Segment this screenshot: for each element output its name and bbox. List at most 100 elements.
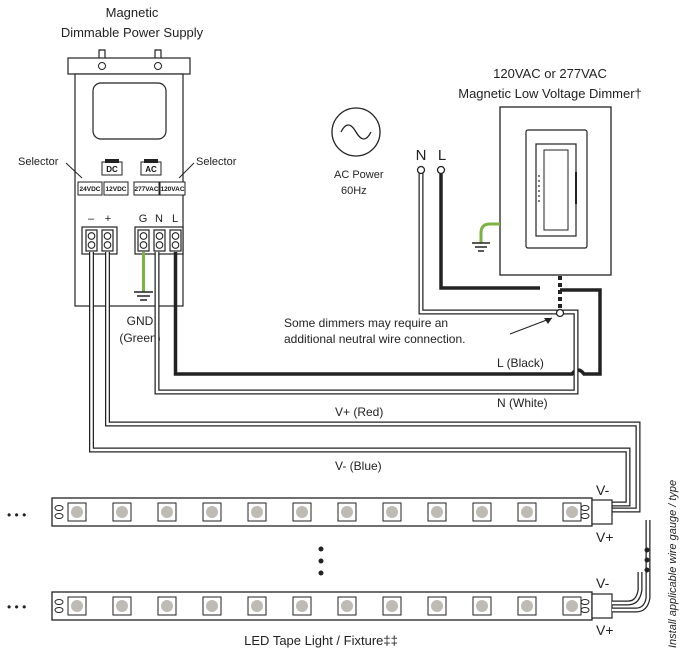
solder-pad (54, 607, 64, 613)
led-lens (431, 600, 443, 612)
terminal-plus-label: + (105, 213, 111, 225)
note-leader (509, 317, 553, 335)
selector-right-leader (178, 162, 195, 179)
continuation-dots (318, 546, 650, 576)
strip-2-v-plus: V+ (596, 622, 614, 638)
power-supply: Magnetic Dimmable Power Supply DC AC 24V… (18, 5, 237, 307)
selector-left-leader (65, 162, 83, 179)
led-lens (476, 600, 488, 612)
led-lens (341, 506, 353, 518)
led-lens (296, 600, 308, 612)
psu-ground: GND (Green) (119, 252, 161, 345)
power-supply-title-2: Dimmable Power Supply (61, 25, 204, 40)
option-24vdc[interactable] (77, 181, 103, 196)
led-lens (206, 600, 218, 612)
led-lens (71, 600, 83, 612)
ac-power: AC Power 60Hz N L (331, 107, 446, 197)
selector-right-label: Selector (196, 156, 237, 168)
gnd-color-label: (Green) (119, 331, 160, 345)
ac-power-label: AC Power (334, 169, 384, 181)
terminal-n-label: N (155, 213, 163, 225)
strip-1-end-cap (591, 499, 613, 525)
terminal-l-label: L (172, 213, 178, 225)
strip-2-v-minus: V- (596, 575, 610, 591)
led-tape-strip-1: • • • (7, 497, 613, 527)
v-plus-red-wire (105, 252, 641, 513)
led-lens (386, 506, 398, 518)
led-lens (71, 506, 83, 518)
option-12vdc[interactable] (103, 181, 129, 196)
dimmer-note-1: Some dimmers may require an (284, 316, 448, 330)
strip-1-tape (51, 497, 593, 527)
led-lens (431, 506, 443, 518)
strip-1-v-plus: V+ (596, 529, 614, 545)
n-white-wire (154, 172, 579, 395)
dimmer-note-2: additional neutral wire connection. (284, 332, 465, 346)
strip-2-ellipsis: • • • (7, 600, 26, 614)
led-lens (161, 506, 173, 518)
option-120vac[interactable] (159, 181, 186, 196)
v-plus-red-label: V+ (Red) (335, 405, 383, 419)
option-24vdc-label: 24VDC (80, 186, 101, 193)
led-lens (251, 506, 263, 518)
solder-pad (580, 599, 590, 605)
tape-caption: LED Tape Light / Fixture‡‡ (244, 633, 398, 648)
led-lens (116, 600, 128, 612)
dimmer-rocker[interactable] (543, 149, 569, 231)
selector-left-label: Selector (18, 156, 59, 168)
solder-pad (580, 505, 590, 511)
option-12vdc-label: 12VDC (106, 186, 127, 193)
terminal-n[interactable] (153, 229, 166, 252)
led-lens (251, 600, 263, 612)
v-minus-blue-label: V- (Blue) (335, 459, 382, 473)
ac-label: AC (145, 165, 157, 174)
dimmer-ground-wire (479, 222, 500, 243)
led-lens (341, 600, 353, 612)
terminal-g[interactable] (137, 229, 150, 252)
line-label: L (438, 147, 446, 164)
mount-hole-right (154, 62, 162, 70)
solder-pad (580, 607, 590, 613)
terminal-minus-label: – (88, 213, 95, 225)
led-lens (116, 506, 128, 518)
dimmer: 120VAC or 277VAC Magnetic Low Voltage Di… (284, 66, 642, 346)
wire-gauge-side-note: Install applicable wire gauge / type (667, 480, 679, 648)
transformer-window (92, 82, 167, 140)
solder-pad (580, 513, 590, 519)
strip-1-ellipsis: • • • (7, 508, 26, 522)
solder-pad (54, 505, 64, 511)
solder-pad (54, 599, 64, 605)
terminal-l[interactable] (169, 229, 182, 252)
v-minus-blue-wire (89, 252, 631, 507)
terminal-plus[interactable] (101, 229, 114, 252)
line-terminal[interactable] (436, 165, 446, 175)
led-lens (566, 506, 578, 518)
ac-l-black-wire (439, 172, 540, 290)
terminal-g-label: G (139, 213, 148, 225)
sine-wave-icon (340, 124, 372, 140)
terminal-minus[interactable] (85, 229, 98, 252)
l-black-label: L (Black) (497, 356, 544, 370)
led-lens (476, 506, 488, 518)
neutral-terminal[interactable] (416, 165, 426, 175)
neutral-label: N (416, 147, 427, 164)
strip-2-end-cap (591, 593, 613, 619)
l-black-wire (173, 252, 602, 376)
led-lens (386, 600, 398, 612)
optional-neutral-terminal[interactable] (555, 308, 565, 318)
led-lens (521, 600, 533, 612)
option-120vac-label: 120VAC (160, 186, 184, 193)
strip-2-tape (51, 591, 593, 621)
n-white-label: N (White) (497, 396, 548, 410)
gnd-label: GND (127, 314, 154, 328)
strip-2-feed (612, 520, 651, 613)
mounting-bracket (67, 57, 191, 75)
dc-label: DC (106, 165, 118, 174)
option-277vac-label: 277VAC (134, 186, 158, 193)
led-lens (296, 506, 308, 518)
led-lens (521, 506, 533, 518)
option-277vac[interactable] (133, 181, 160, 196)
ac-frequency-label: 60Hz (341, 185, 367, 197)
strip-1-v-minus: V- (596, 482, 610, 498)
led-tape-strip-2: • • • (7, 591, 613, 621)
